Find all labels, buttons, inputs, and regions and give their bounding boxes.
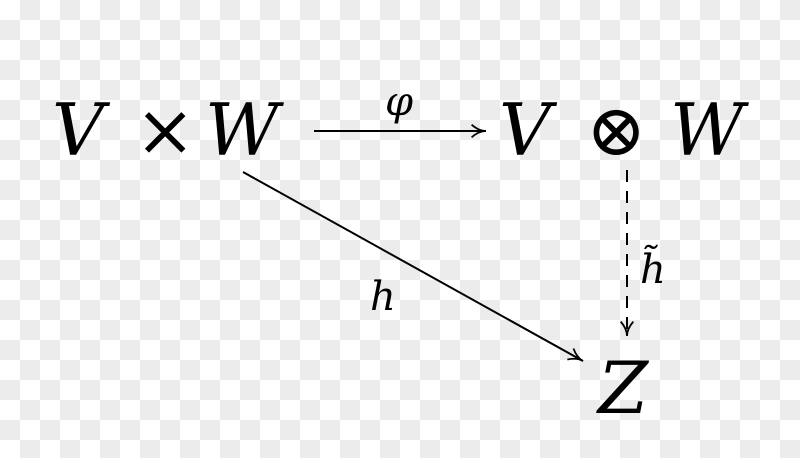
node-v-tensor: V	[499, 88, 551, 172]
cross-product-operator: ×	[135, 88, 196, 172]
label-h-tilde: h̃	[640, 247, 666, 293]
node-w-left: W	[205, 88, 280, 172]
arrow-h	[242, 171, 584, 362]
node-w-tensor: W	[670, 88, 745, 172]
node-z: Z	[598, 346, 649, 430]
tensor-product-operator: ⊗	[586, 88, 647, 172]
node-v-left: V	[52, 88, 104, 172]
label-h: h	[370, 274, 396, 320]
label-phi: φ	[385, 79, 414, 125]
